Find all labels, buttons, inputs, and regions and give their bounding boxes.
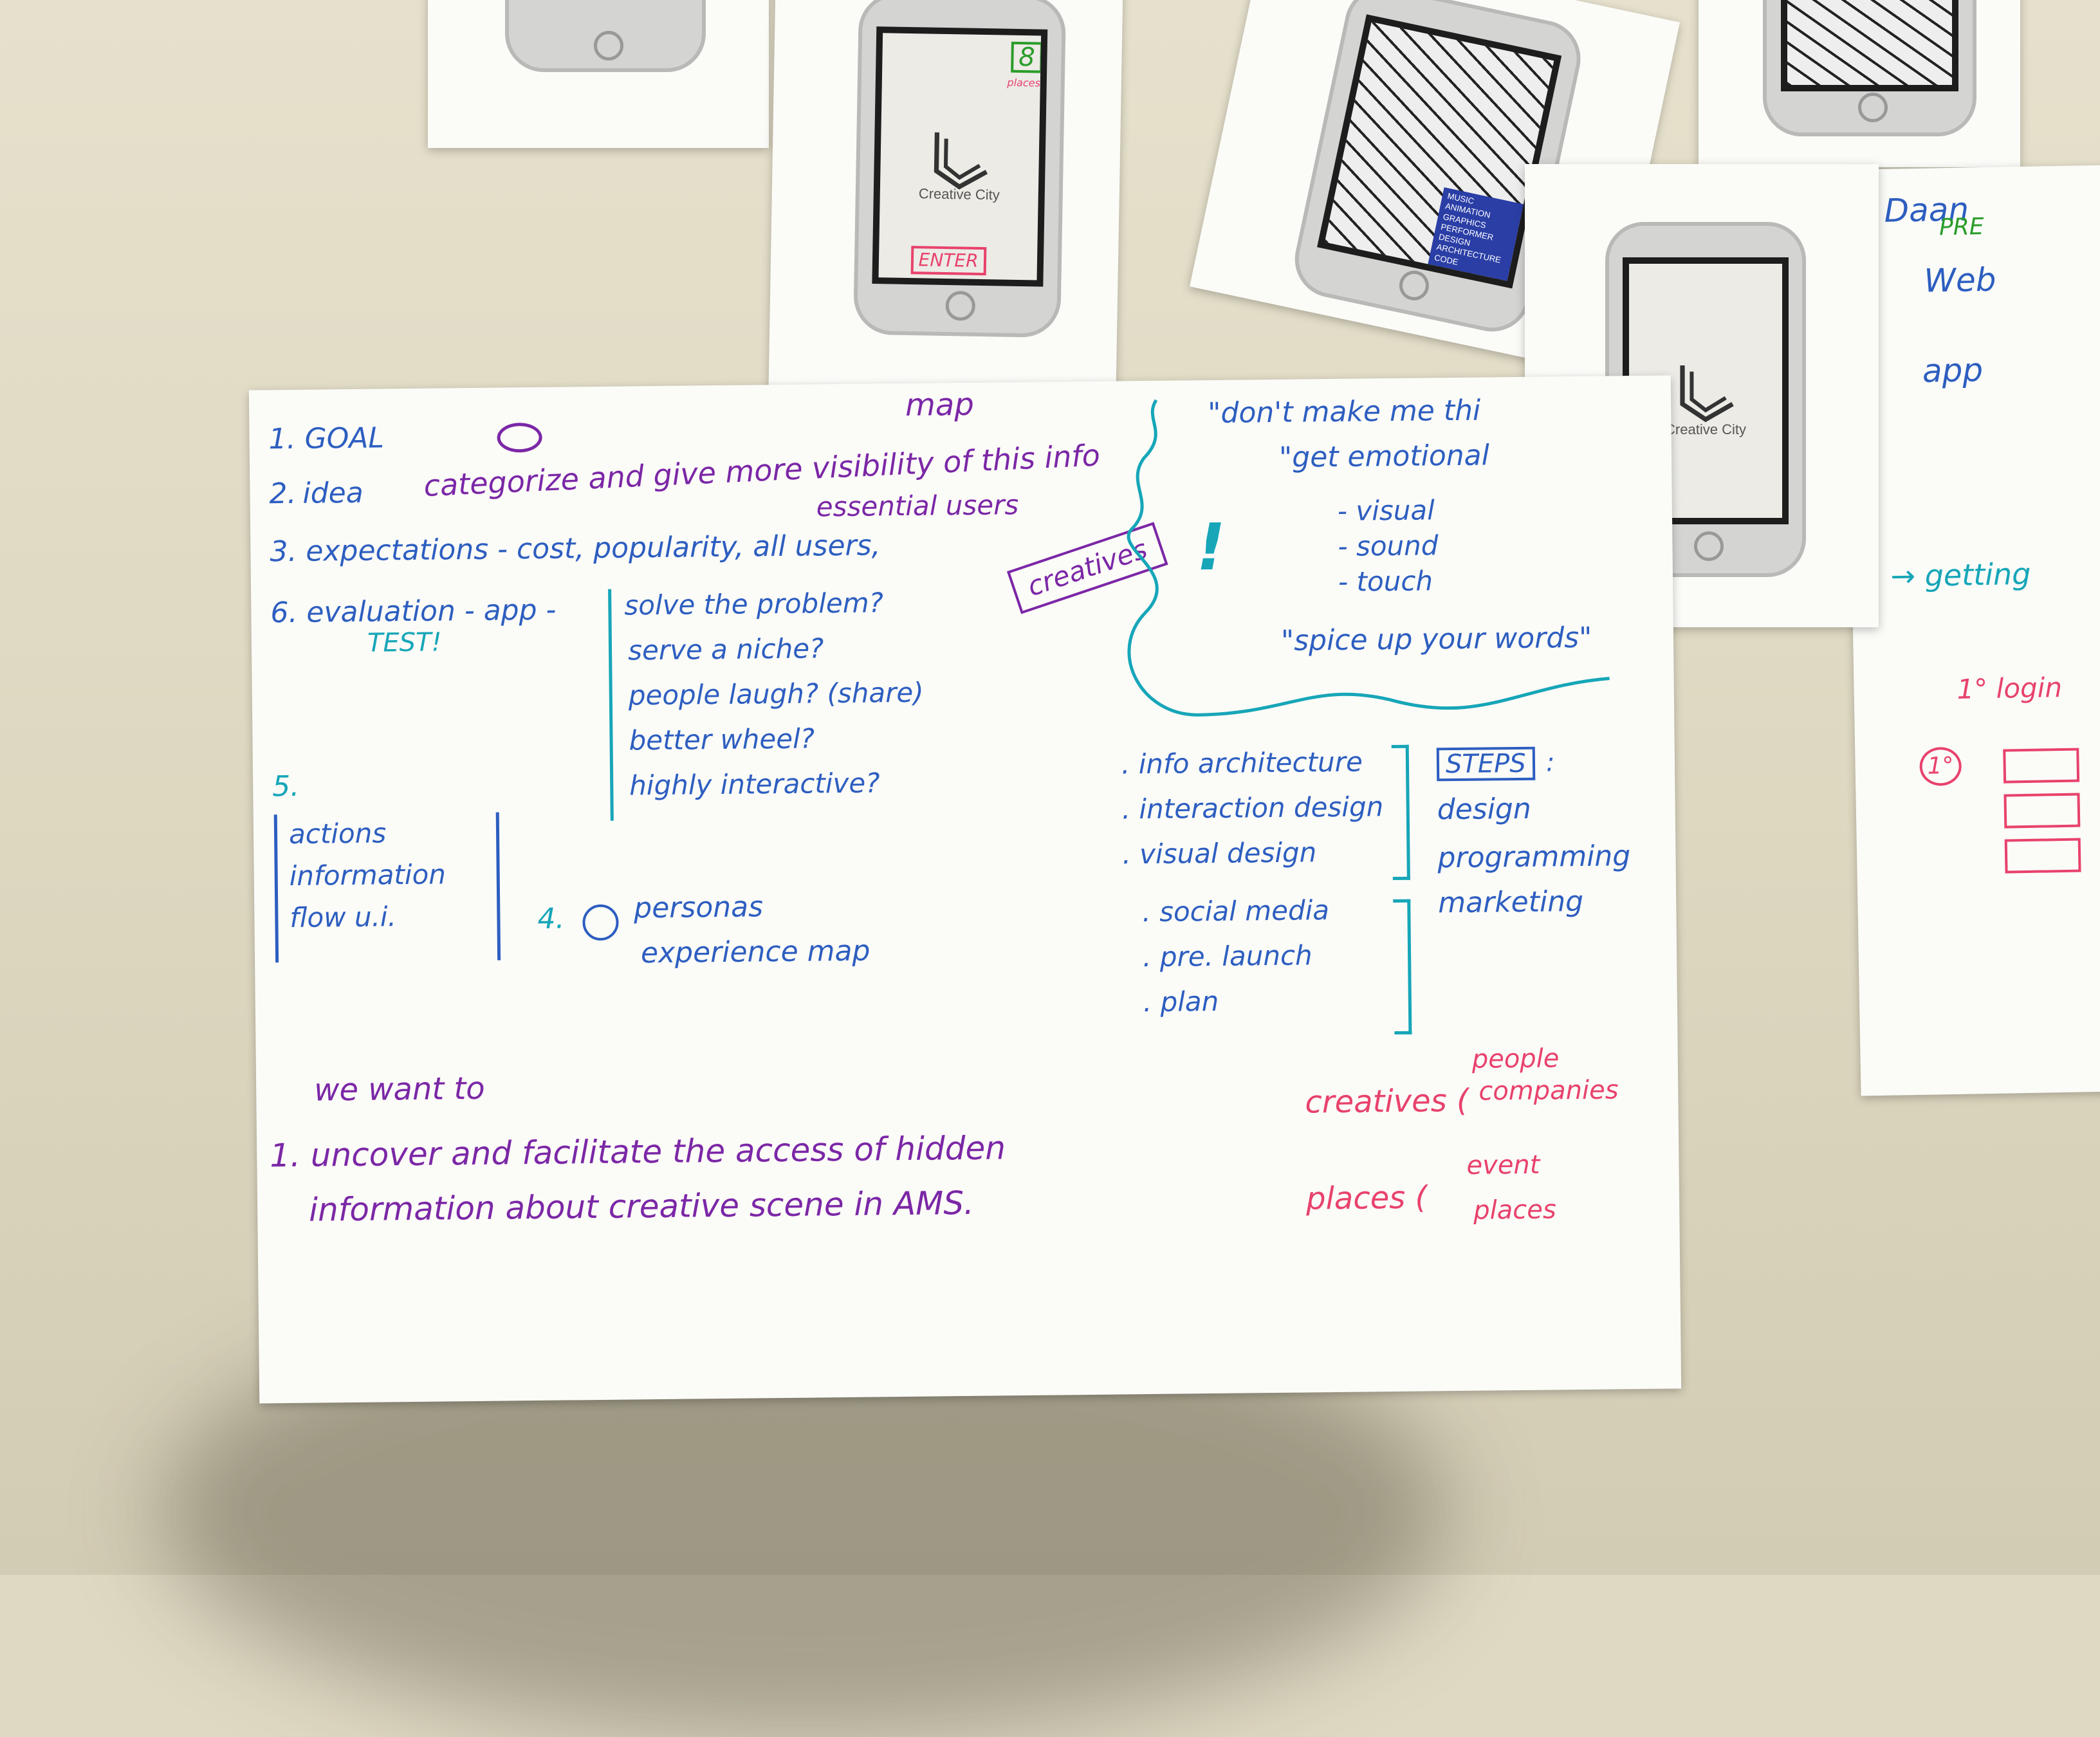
login-button[interactable] [2004, 838, 2081, 874]
phone-card-2: Creative City ENTER 8 places [768, 0, 1123, 396]
pre-label: PRE [1939, 214, 1984, 241]
four-item: experience map [640, 934, 870, 970]
eval-bracket [608, 589, 614, 821]
goal-item: 1. GOAL [268, 421, 385, 456]
web-label: Web [1923, 261, 1996, 300]
sense-item: - visual [1337, 494, 1435, 527]
login-field[interactable] [2003, 748, 2080, 784]
we-want-heading: we want to [313, 1070, 485, 1108]
phone-mockup [1763, 0, 1976, 136]
item-five-number: 5. [272, 769, 300, 804]
step-item: programming [1437, 840, 1631, 875]
eval-question: serve a niche? [627, 632, 824, 666]
home-button-icon [1396, 268, 1432, 304]
item-four-number: 4. [537, 902, 565, 935]
asterisk-circle-icon [582, 904, 619, 941]
creatives-sub: companies [1478, 1075, 1619, 1107]
enter-button[interactable]: ENTER [910, 245, 986, 275]
step-item: design [1437, 792, 1531, 827]
places-sub: places [1473, 1195, 1556, 1226]
logo-caption: Creative City [918, 185, 1000, 203]
test-label: TEST! [367, 627, 442, 658]
want-line: 1. uncover and facilitate the access of … [269, 1129, 1006, 1175]
creative-city-logo-icon [1680, 365, 1734, 423]
eye-doodle-icon [497, 422, 542, 453]
quote-line: "spice up your words" [1280, 621, 1592, 657]
eval-question: highly interactive? [629, 767, 880, 802]
place-count-badge: 8 [1010, 41, 1044, 73]
evaluation-item: 6. evaluation - app - [270, 593, 557, 630]
launch-item: . plan [1143, 985, 1219, 1018]
phone-card-1 [428, 0, 769, 148]
launch-item: . social media [1142, 894, 1330, 928]
five-item: flow u.i. [290, 901, 397, 933]
creatives-label: creatives ( [1305, 1082, 1469, 1121]
exclamation-mark: ! [1195, 509, 1226, 585]
eval-question: people laugh? (share) [628, 676, 924, 712]
eval-question: solve the problem? [624, 587, 884, 621]
places-label: places ( [1305, 1179, 1428, 1217]
arch-item: . visual design [1122, 836, 1317, 870]
arch-item: . interaction design [1121, 791, 1384, 825]
app-label: app [1922, 351, 1984, 390]
steps-colon: : [1545, 748, 1555, 778]
phone-card-4 [1699, 0, 2020, 167]
home-button-icon [1858, 92, 1888, 122]
home-button-icon [945, 290, 976, 321]
idea-label: idea [302, 476, 364, 510]
creatives-sub: people [1471, 1043, 1560, 1074]
want-line: information about creative scene in AMS. [308, 1184, 975, 1229]
phone-mockup [505, 0, 706, 72]
quote-line: "get emotional [1278, 439, 1490, 474]
category-menu[interactable]: MUSIC ANIMATION GRAPHICS PERFORMER DESIG… [1428, 187, 1524, 281]
login-field[interactable] [2003, 793, 2081, 829]
eval-question: better wheel? [629, 722, 815, 757]
step-item: marketing [1437, 885, 1584, 920]
getting-label: → getting [1890, 556, 2031, 594]
expectations-item: 3. expectations - cost, popularity, all … [270, 529, 881, 569]
steps-box: STEPS [1436, 746, 1535, 782]
phone-screen: Creative City ENTER 8 places [872, 26, 1048, 287]
sense-item: - touch [1338, 565, 1433, 598]
essential-users-note: essential users [816, 489, 1019, 523]
five-item: actions [288, 817, 387, 850]
step-circle: 1° [1919, 746, 1962, 786]
creative-city-logo-icon [934, 132, 988, 190]
launch-bracket [1393, 899, 1412, 1035]
five-item: information [289, 858, 447, 892]
right-sheet: Daan PRE Web app → getting 1° login 1° [1845, 165, 2100, 1096]
map-screen [1781, 0, 1958, 91]
arch-item: . info architecture [1121, 746, 1363, 780]
home-button-icon [594, 31, 623, 61]
arch-bracket [1391, 744, 1410, 881]
sense-item: - sound [1338, 529, 1439, 562]
place-count-label: places [1007, 76, 1041, 89]
login-label: 1° login [1957, 672, 2063, 705]
places-sub: event [1466, 1150, 1540, 1181]
map-note: map [905, 386, 975, 423]
home-button-icon [1694, 531, 1724, 562]
main-sheet: 1. GOAL 2. idea categorize and give more… [248, 375, 1682, 1404]
idea-number: 2. [269, 477, 297, 511]
four-item: personas [634, 890, 764, 925]
phone-mockup: Creative City ENTER 8 places [852, 0, 1067, 338]
quote-line: "don't make me thi [1208, 394, 1481, 430]
teal-divider-line [1127, 399, 1610, 717]
logo-caption: Creative City [1665, 421, 1746, 437]
launch-item: . pre. launch [1142, 939, 1312, 973]
